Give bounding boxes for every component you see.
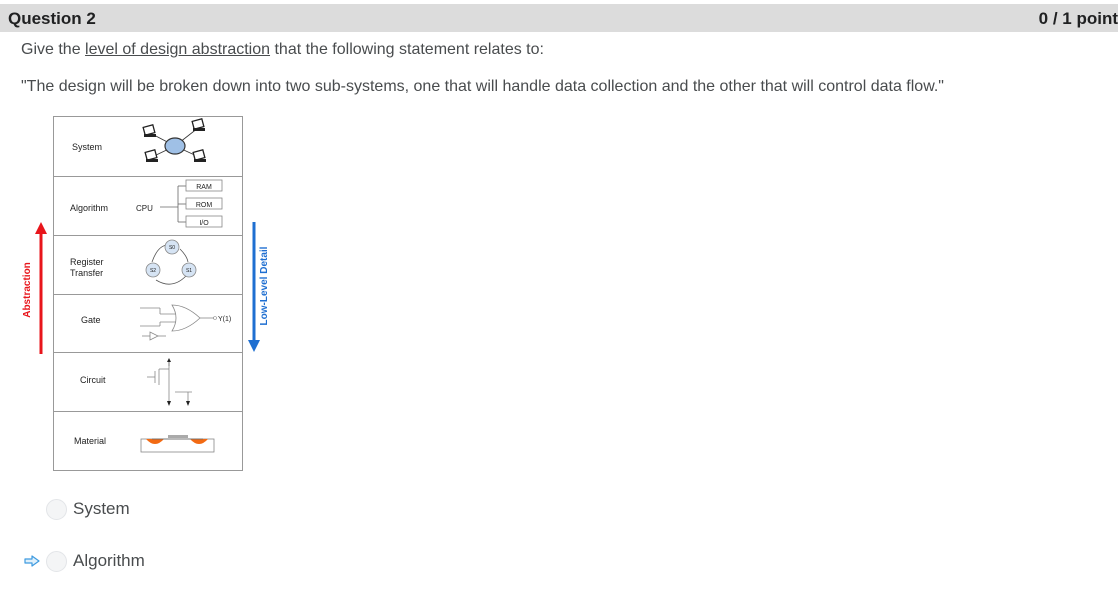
state-s2: S2 <box>150 268 156 274</box>
prompt-text-after: that the following statement relates to: <box>270 41 544 58</box>
question-score: 0 / 1 point <box>1038 9 1118 28</box>
level-gate: Gate <box>81 315 101 325</box>
level-system: System <box>72 142 102 152</box>
low-level-detail-label: Low-Level Detail <box>259 246 270 325</box>
cpu-label: CPU <box>136 204 153 213</box>
rom-label: ROM <box>196 202 213 209</box>
level-register: Register <box>70 257 104 267</box>
question-statement: "The design will be broken down into two… <box>21 78 944 95</box>
question-title: Question 2 <box>8 9 96 28</box>
transistor-symbol <box>147 358 192 406</box>
levels-table <box>53 116 243 471</box>
level-material: Material <box>74 436 106 446</box>
question-prompt: Give the level of design abstraction tha… <box>21 41 544 59</box>
state-diagram: S0 S2 S1 <box>145 239 197 285</box>
abstraction-label: Abstraction <box>22 262 33 318</box>
low-level-detail-arrow <box>248 222 260 352</box>
computer-icon <box>192 149 206 162</box>
material-cross-section <box>140 435 215 453</box>
radio-button[interactable] <box>46 499 67 520</box>
computer-icon <box>191 118 205 131</box>
radio-button[interactable] <box>46 551 67 572</box>
level-algorithm: Algorithm <box>70 203 108 213</box>
level-transfer: Transfer <box>70 268 103 278</box>
option-label: Algorithm <box>73 551 145 570</box>
computer-icon <box>142 124 156 137</box>
glossary-link[interactable]: level of design abstraction <box>85 41 271 58</box>
state-s0: S0 <box>169 245 175 251</box>
logic-gate: Y(1) <box>140 304 231 341</box>
prompt-text-before: Give the <box>21 41 86 58</box>
network-icon <box>142 118 206 162</box>
option-label: System <box>73 499 130 518</box>
correct-answer-arrow-icon <box>24 555 40 567</box>
question-header: Question 2 0 / 1 point <box>0 4 1118 32</box>
cpu-block-diagram: CPU RAM ROM I/O <box>136 179 223 228</box>
abstraction-arrow <box>35 222 47 354</box>
computer-icon <box>144 149 158 162</box>
level-circuit: Circuit <box>80 375 106 385</box>
ram-label: RAM <box>196 184 212 191</box>
design-abstraction-figure: Abstraction Low-Level Detail System Algo… <box>0 112 290 477</box>
state-s1: S1 <box>186 268 192 274</box>
io-label: I/O <box>199 220 209 227</box>
gate-output-label: Y(1) <box>218 316 231 323</box>
